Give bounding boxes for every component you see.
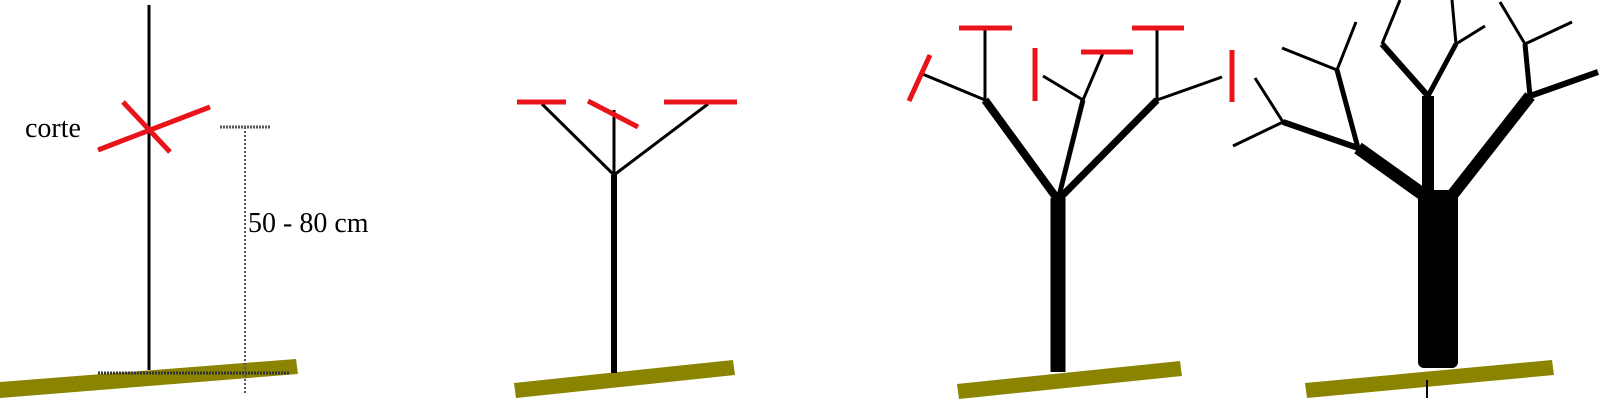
ground-strip [514,360,735,398]
cut-mark [906,53,933,103]
limb [1281,46,1338,72]
shoot [919,71,986,102]
shoot [1081,52,1105,101]
limb [1522,43,1533,97]
cut-mark [586,98,640,130]
ground-strip [957,361,1182,399]
limb [1450,0,1458,45]
limb [1232,120,1284,148]
branch-right [613,102,709,177]
stage-2 [514,98,737,398]
scaffold-right [1445,92,1535,202]
limb [1380,0,1402,45]
limb [1498,1,1527,45]
trunk [1418,190,1458,368]
shoot [1156,75,1223,102]
height-range-label: 50 - 80 cm [248,208,369,239]
limb [1335,21,1358,71]
limb [1425,42,1459,98]
stage-3 [906,25,1235,399]
limb [1334,69,1361,149]
scaffold-left [1354,142,1432,204]
limb [1253,77,1285,123]
limb [1455,24,1486,46]
stage-4 [1232,0,1599,398]
limb [1529,69,1599,99]
scaffold-right [1055,97,1160,203]
cut-label: corte [25,113,81,144]
cut-mark [121,100,172,154]
ground-strip [0,359,298,398]
branch-left [540,102,616,177]
shoot [1042,74,1084,102]
limb [1524,20,1573,46]
limb [1282,119,1359,151]
scaffold-left [981,97,1062,203]
cut-mark [97,104,211,153]
ground-strip [1305,360,1554,398]
scaffold-center [1055,99,1086,201]
limb [1379,42,1431,98]
stage-1: corte 50 - 80 cm [0,5,369,398]
